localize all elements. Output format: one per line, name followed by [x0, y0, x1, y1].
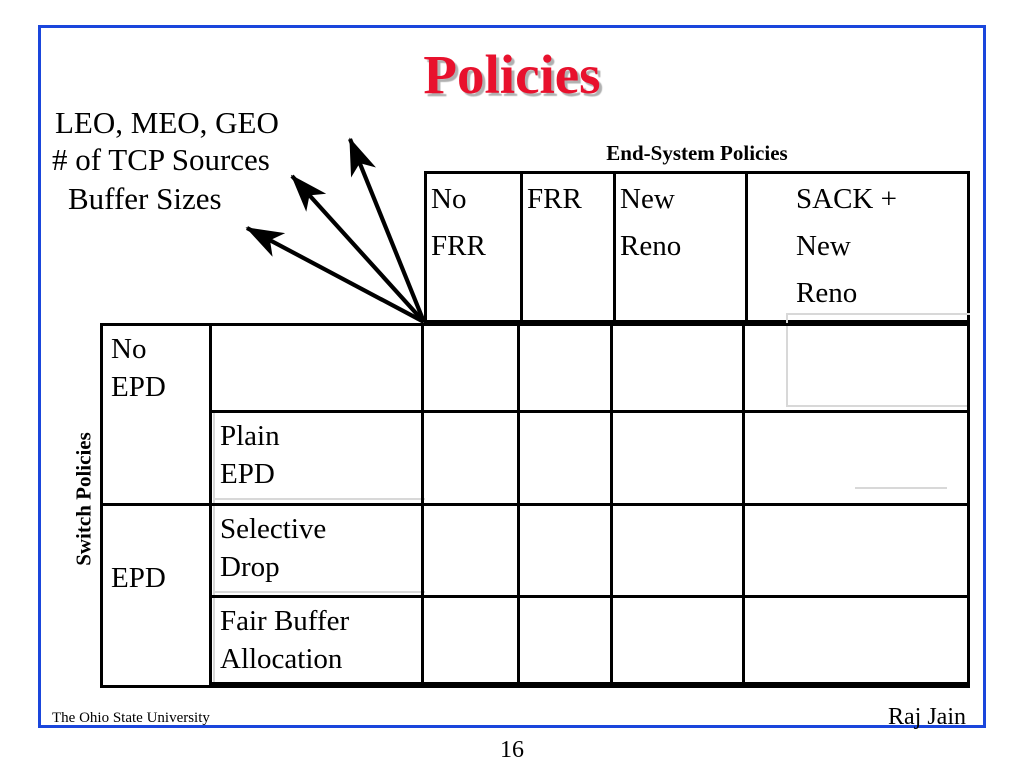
data-cell[interactable] — [745, 598, 967, 682]
annotation-label-buffer-sizes: Buffer Sizes — [68, 181, 222, 216]
data-cell[interactable] — [745, 413, 967, 503]
column-header-line: SACK + — [796, 183, 897, 215]
row-group-label-line: EPD — [111, 371, 166, 403]
ghost-line — [786, 313, 788, 407]
column-header-line: FRR — [431, 230, 486, 262]
row-subheader-line: Allocation — [220, 643, 343, 675]
ghost-line — [213, 498, 425, 500]
column-header-line: New — [620, 183, 675, 215]
policies-matrix-table: Plain EPD Selective Drop Fair Buffer All — [100, 323, 970, 688]
table-row: Plain EPD — [103, 413, 967, 506]
column-header-sack-new-reno: SACK + New Reno — [748, 174, 967, 320]
data-cell[interactable] — [424, 413, 520, 503]
row-subheader-line: Drop — [220, 551, 280, 583]
row-group-label-epd: EPD — [103, 509, 212, 685]
row-axis-caption: Switch Policies — [71, 432, 96, 566]
annotation-label-tcp-sources: # of TCP Sources — [52, 142, 270, 177]
row-subheader-line: Selective — [220, 513, 327, 545]
column-header-line: FRR — [527, 183, 582, 215]
column-axis-caption: End-System Policies — [606, 141, 788, 165]
data-cell[interactable] — [745, 326, 967, 410]
table-row — [103, 326, 967, 413]
row-group-label-line: EPD — [111, 562, 166, 594]
data-cell[interactable] — [424, 326, 520, 410]
data-cell[interactable] — [424, 506, 520, 595]
data-cell[interactable] — [613, 598, 745, 682]
slide-border-frame — [38, 25, 986, 728]
data-cell[interactable] — [520, 506, 613, 595]
row-group-label-no-epd: No EPD — [103, 326, 212, 506]
data-cell[interactable] — [520, 413, 613, 503]
row-subheader-fair-buffer-allocation: Fair Buffer Allocation — [212, 598, 424, 682]
data-cell[interactable] — [613, 326, 745, 410]
data-cell[interactable] — [520, 598, 613, 682]
row-subheader-line: Fair Buffer — [220, 605, 350, 637]
ghost-line — [213, 413, 215, 688]
column-header-line: No — [431, 183, 467, 215]
row-subheader-line: Plain — [220, 420, 280, 452]
ghost-line — [786, 405, 970, 407]
table-row: Selective Drop — [103, 506, 967, 598]
data-cell[interactable] — [520, 326, 613, 410]
data-cell[interactable] — [613, 413, 745, 503]
page-number: 16 — [500, 737, 524, 763]
row-subheader-selective-drop: Selective Drop — [212, 506, 424, 595]
column-header-no-frr: No FRR — [427, 174, 947, 489]
column-header-line: New — [796, 230, 851, 262]
ghost-line — [213, 591, 425, 593]
data-cell[interactable] — [424, 598, 520, 682]
data-cell[interactable] — [613, 506, 745, 595]
ghost-line — [786, 313, 970, 315]
column-header-line: Reno — [796, 277, 858, 309]
footer-author: Raj Jain — [888, 704, 966, 730]
table-row: Fair Buffer Allocation — [103, 598, 967, 685]
row-subheader-plain-epd: Plain EPD — [212, 413, 424, 503]
column-header-line: Reno — [620, 230, 682, 262]
annotation-label-leo-meo-geo: LEO, MEO, GEO — [55, 105, 279, 140]
column-header-new-reno: New Reno — [616, 174, 748, 320]
row-subheader-empty — [212, 326, 424, 410]
row-group-label-line: No — [111, 333, 147, 365]
footer-university: The Ohio State University — [52, 710, 210, 726]
data-cell[interactable] — [745, 506, 967, 595]
row-subheader-line: EPD — [220, 458, 275, 490]
column-header-frr: FRR — [523, 174, 616, 320]
page-title: Policies — [423, 44, 601, 105]
table-column-header-row: No FRR FRR New Reno SACK + New Reno — [424, 171, 970, 489]
